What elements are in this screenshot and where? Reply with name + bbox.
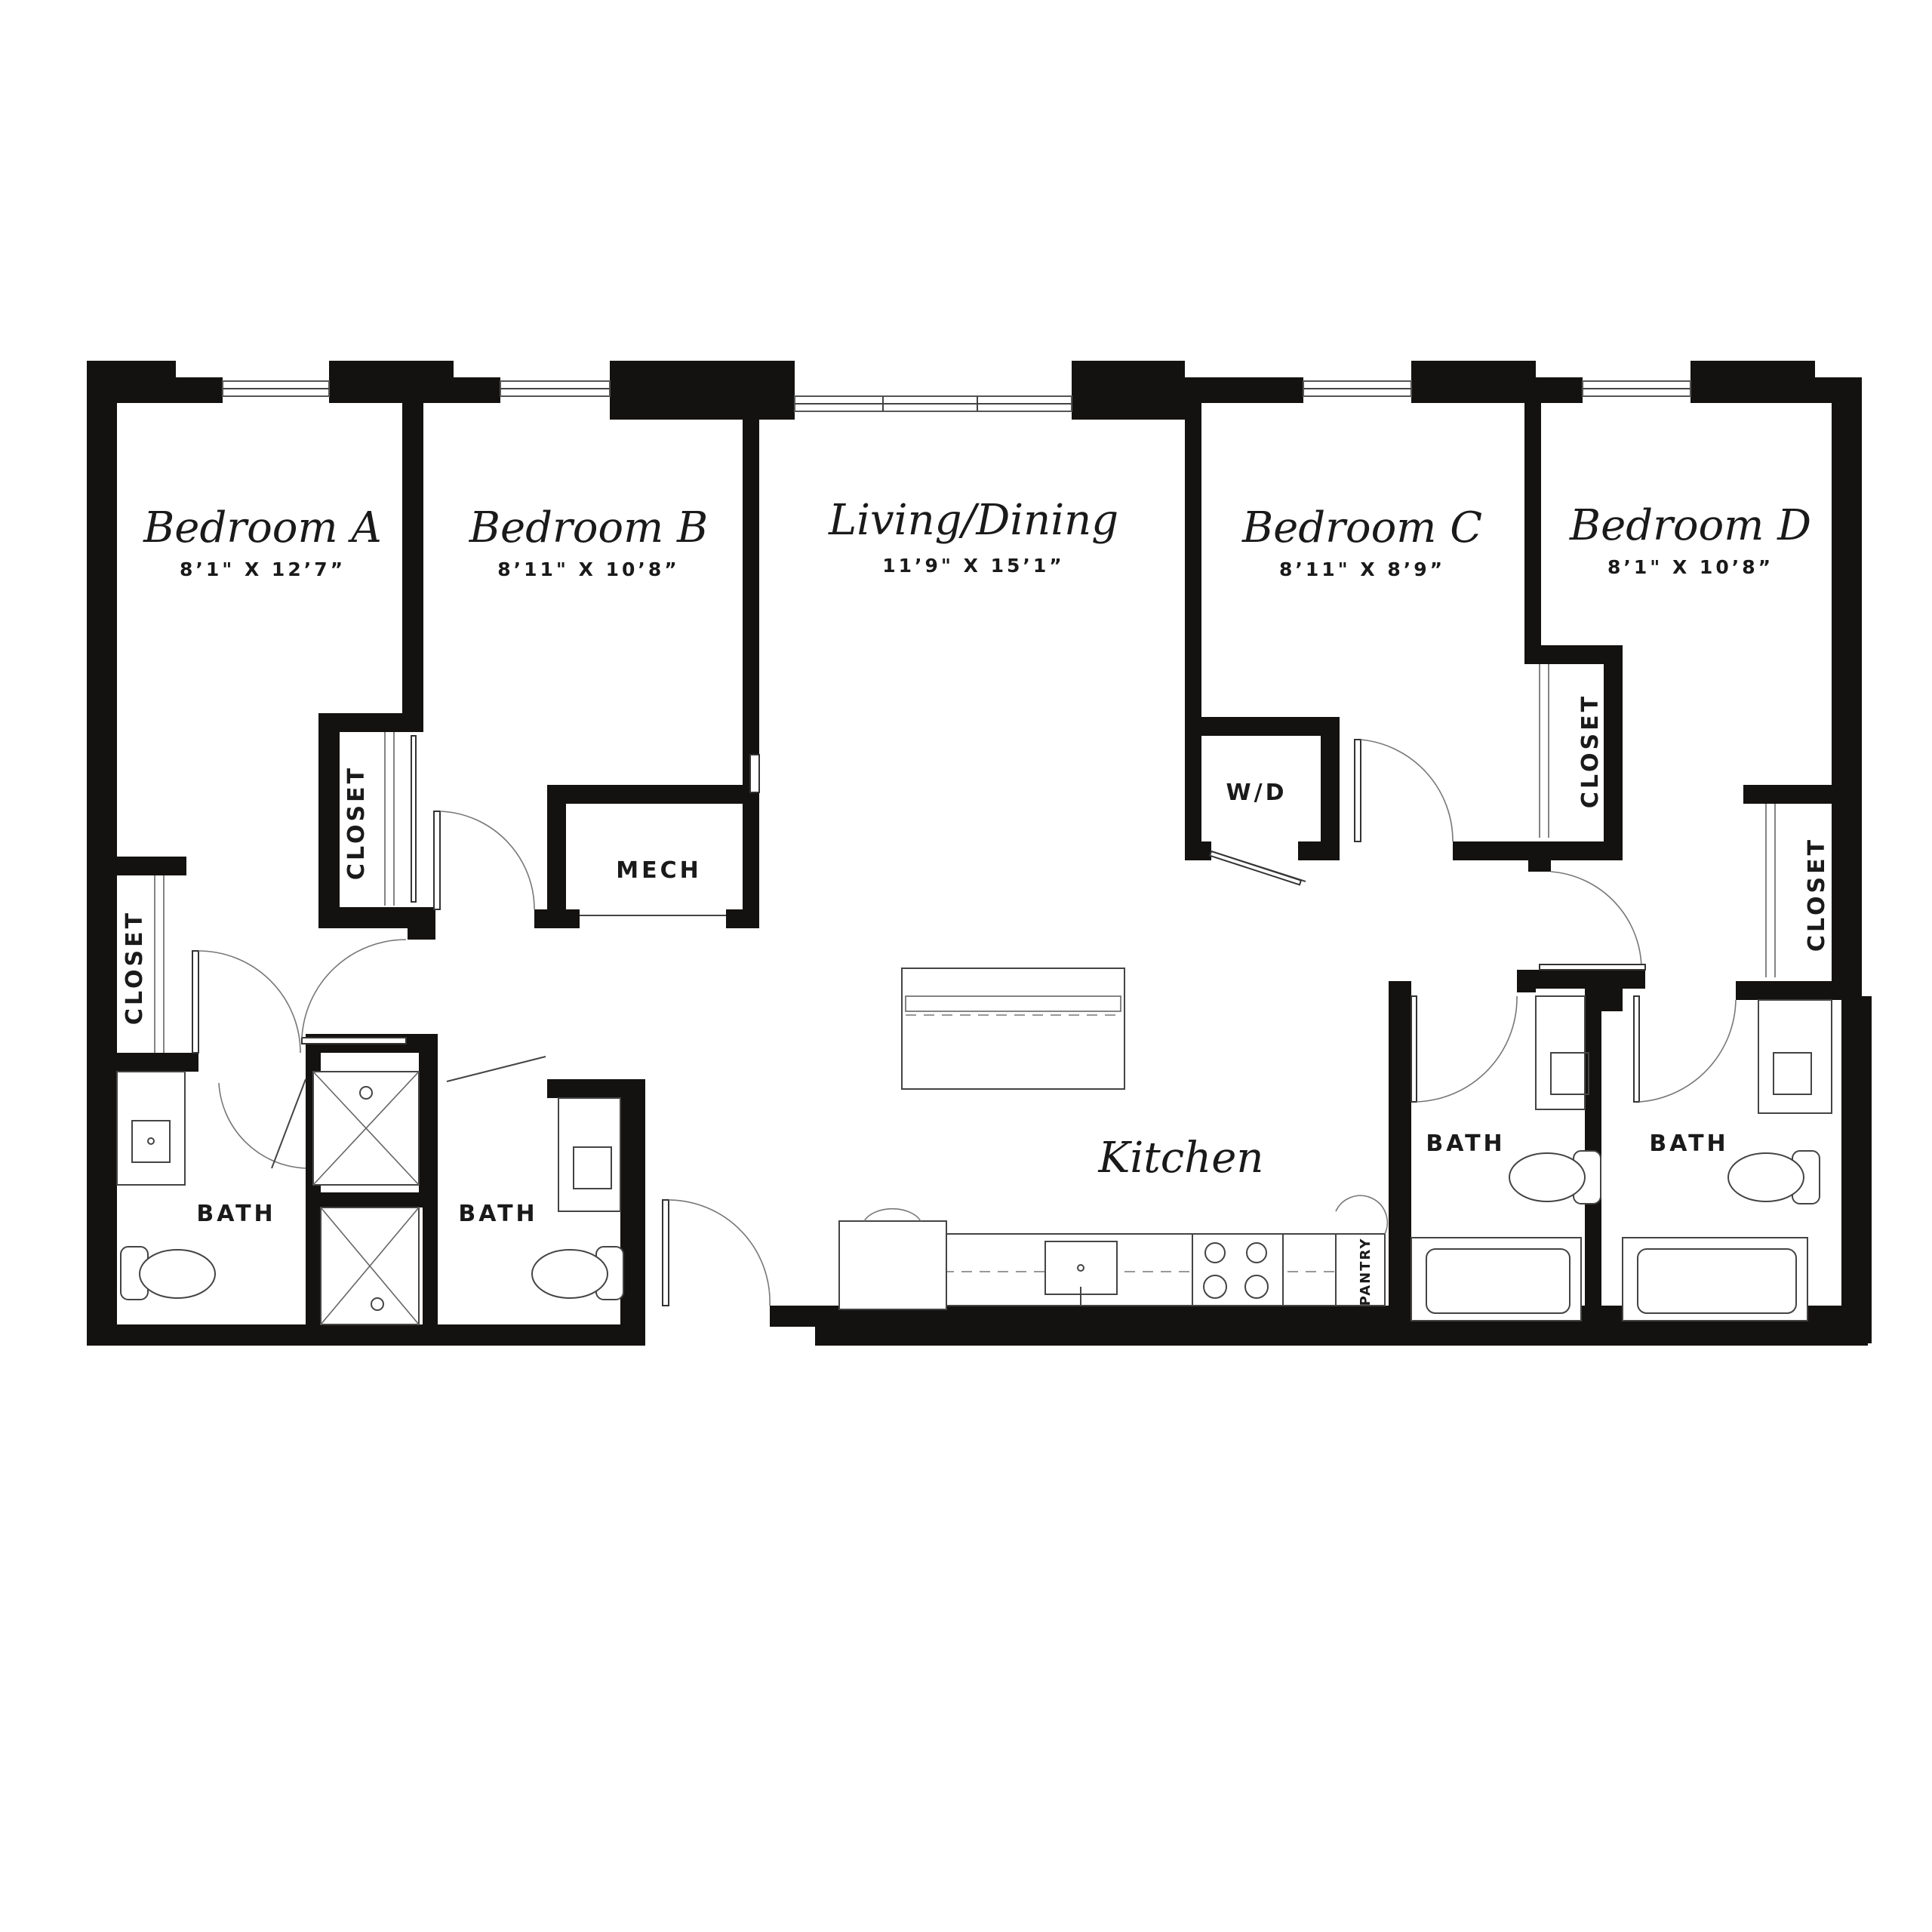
wd-label: W/D — [1226, 780, 1287, 806]
interior-walls — [117, 400, 1845, 1343]
living-dining-dims: 11’9" X 15’1” — [882, 555, 1065, 577]
refrigerator — [838, 1220, 947, 1310]
kitchen-sink — [1044, 1241, 1118, 1295]
doors — [192, 735, 1737, 1306]
bedroom-b-dims: 8’11" X 10’8” — [497, 558, 680, 580]
kitchen-fixtures — [838, 968, 1389, 1310]
pantry-cabinet — [1335, 1233, 1386, 1306]
living-dining-name: Living/Dining — [828, 496, 1118, 545]
bath-label: BATH — [196, 1201, 275, 1227]
bedroom-d-dims: 8’1" X 10’8” — [1607, 556, 1774, 578]
vanity-sink — [116, 1071, 186, 1186]
closet-label: CLOSET — [1577, 694, 1604, 808]
bedroom-b-name: Bedroom B — [469, 503, 708, 552]
closet-rods — [154, 664, 1776, 1053]
vanity-sink — [1758, 999, 1832, 1114]
bath-fixtures — [116, 995, 1832, 1325]
closet-label: CLOSET — [122, 910, 148, 1025]
closet-label: CLOSET — [1804, 837, 1830, 952]
room-labels: Bedroom A 8’1" X 12’7” Bedroom B 8’11" X… — [122, 496, 1830, 1306]
bedroom-a-dims: 8’1" X 12’7” — [180, 558, 346, 580]
vanity-sink — [558, 1097, 621, 1212]
pantry-label: PANTRY — [1358, 1238, 1374, 1306]
bedroom-a-name: Bedroom A — [143, 503, 382, 552]
bedroom-d-name: Bedroom D — [1569, 501, 1811, 550]
bath-label: BATH — [458, 1201, 537, 1227]
bath-label: BATH — [1649, 1131, 1728, 1157]
bathtub — [1622, 1237, 1808, 1321]
kitchen-name: Kitchen — [1098, 1134, 1264, 1183]
mech-label: MECH — [616, 857, 701, 884]
closet-label: CLOSET — [343, 765, 370, 880]
bath-label: BATH — [1426, 1131, 1505, 1157]
bathtub — [1411, 1237, 1582, 1321]
windows — [222, 380, 1691, 412]
bedroom-c-name: Bedroom C — [1241, 503, 1482, 552]
exterior-walls — [87, 361, 1872, 1346]
range-stove — [1192, 1233, 1284, 1306]
bedroom-c-dims: 8’11" X 8’9” — [1279, 558, 1445, 580]
kitchen-island — [901, 968, 1125, 1090]
